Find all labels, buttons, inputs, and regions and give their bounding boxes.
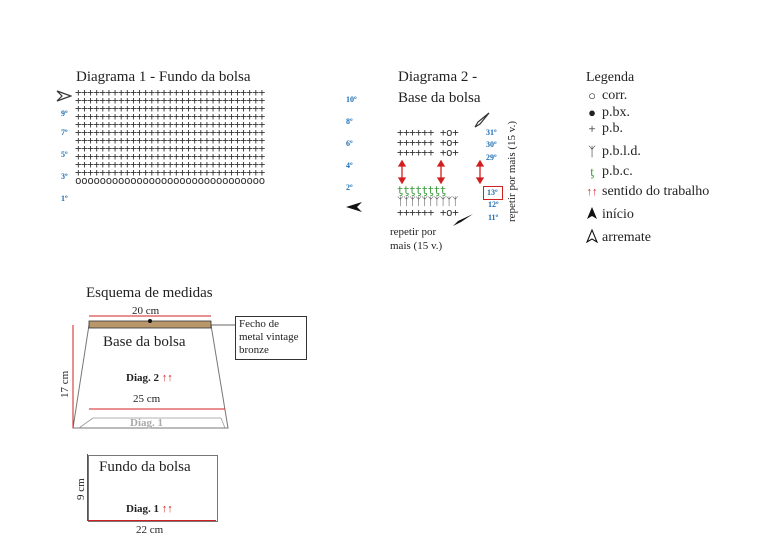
- diagram1-title: Diagrama 1 - Fundo da bolsa: [76, 69, 251, 85]
- row-number: 9º: [61, 109, 68, 118]
- legend: Legenda ○ corr. ● p.bx. + p.b. ᛉ p.b.l.d…: [585, 68, 756, 258]
- start-arrow-icon: [586, 206, 598, 224]
- row-number: 12º: [488, 200, 499, 209]
- row-number: 7º: [61, 128, 68, 137]
- diagram2-title-line1: Diagrama 2 -: [398, 69, 478, 85]
- bottom-width-label: 25 cm: [133, 393, 161, 405]
- start-marker-left: [56, 89, 73, 107]
- repeat-note-line1: repetir por: [390, 226, 437, 238]
- diagram2-title-line2: Base da bolsa: [398, 90, 481, 106]
- diag2-label: Diag. 2 ↑↑: [126, 372, 173, 384]
- diagram1-stitch-grid: +++++++++++++++++++++++++++++++ ++++++++…: [75, 86, 265, 187]
- bottom-title: Fundo da bolsa: [99, 459, 191, 475]
- row-number: 13º: [487, 188, 498, 197]
- clasp-note-line1: Fecho de: [239, 318, 280, 330]
- row-number: 5º: [61, 150, 68, 159]
- clasp-note-line3: bronze: [239, 344, 269, 356]
- finish-arrow-icon: [585, 228, 599, 247]
- legend-item: + p.b.: [586, 121, 623, 137]
- height-label: 17 cm: [59, 370, 71, 398]
- clasp-callout: Fecho de metal vintage bronze: [235, 316, 307, 360]
- highlight-box: [483, 186, 503, 200]
- dc-stitch-icon: ᛉ: [588, 144, 596, 159]
- bottom-rectangle: [88, 455, 218, 522]
- bottom-height-label: 9 cm: [75, 478, 87, 500]
- scheme-title: Esquema de medidas: [86, 285, 213, 301]
- row-number: 11º: [488, 213, 499, 222]
- diagram2-top-rows: ++++++ +o+ ++++++ +o+ ++++++ +o+: [397, 126, 459, 159]
- legend-item: arremate: [585, 228, 651, 247]
- plus-icon: +: [588, 121, 596, 136]
- legend-item: início: [586, 206, 634, 224]
- circle-icon: ○: [588, 88, 596, 103]
- start-arrow-icon: [345, 200, 363, 218]
- legend-item: ● p.bx.: [586, 105, 630, 121]
- bottom-height-line: [87, 454, 88, 521]
- legend-title: Legenda: [586, 70, 635, 85]
- bottom-width-label: 22 cm: [136, 524, 164, 536]
- row-number: 2º: [346, 183, 353, 192]
- diagram2-fpsc-row: ƫƫƫƫƫƫƫƫ: [397, 184, 446, 197]
- diag1-faded-label: Diag. 1: [130, 417, 163, 429]
- bottom-width-line: [88, 520, 216, 521]
- fpsc-stitch-icon: ƫ: [590, 164, 594, 179]
- top-width-label: 20 cm: [132, 305, 160, 317]
- row-number: 8º: [346, 117, 353, 126]
- row-number: 30º: [486, 140, 497, 149]
- row-number: 29º: [486, 153, 497, 162]
- direction-arrows: [397, 159, 488, 189]
- clasp-note-line2: metal vintage: [239, 331, 299, 343]
- row-number: 31º: [486, 128, 497, 137]
- diagram2-bottom-row: ++++++ +o+: [397, 206, 459, 219]
- dot-icon: ●: [588, 105, 596, 120]
- repeat-side-note: repetir por mais (15 v.): [506, 120, 518, 222]
- diagram2-dc-row: ᛉᛉᛉᛉᛉᛉᛉᛉᛉᛉ: [397, 195, 459, 208]
- arrows-up-icon: ↑↑: [161, 372, 173, 384]
- arrows-up-icon: ↑↑: [586, 186, 598, 198]
- finish-arrow-icon: [474, 112, 490, 133]
- legend-item: ○ corr.: [586, 88, 627, 104]
- row-number: 1º: [61, 194, 68, 203]
- repeat-note-line2: mais (15 v.): [390, 240, 443, 252]
- row-number: 10º: [346, 95, 357, 104]
- arrows-up-icon: ↑↑: [161, 503, 173, 515]
- row-number: 3º: [61, 172, 68, 181]
- legend-item: ↑↑ sentido do trabalho: [586, 184, 710, 199]
- bottom-diag-label: Diag. 1 ↑↑: [126, 503, 173, 515]
- bag-side-scheme: [55, 300, 325, 445]
- legend-item: ƫ p.b.c.: [586, 164, 633, 180]
- legend-item: ᛉ p.b.l.d.: [586, 144, 641, 160]
- start-arrow-icon: [452, 213, 474, 232]
- base-label: Base da bolsa: [103, 334, 186, 350]
- row-number: 4º: [346, 161, 353, 170]
- row-number: 6º: [346, 139, 353, 148]
